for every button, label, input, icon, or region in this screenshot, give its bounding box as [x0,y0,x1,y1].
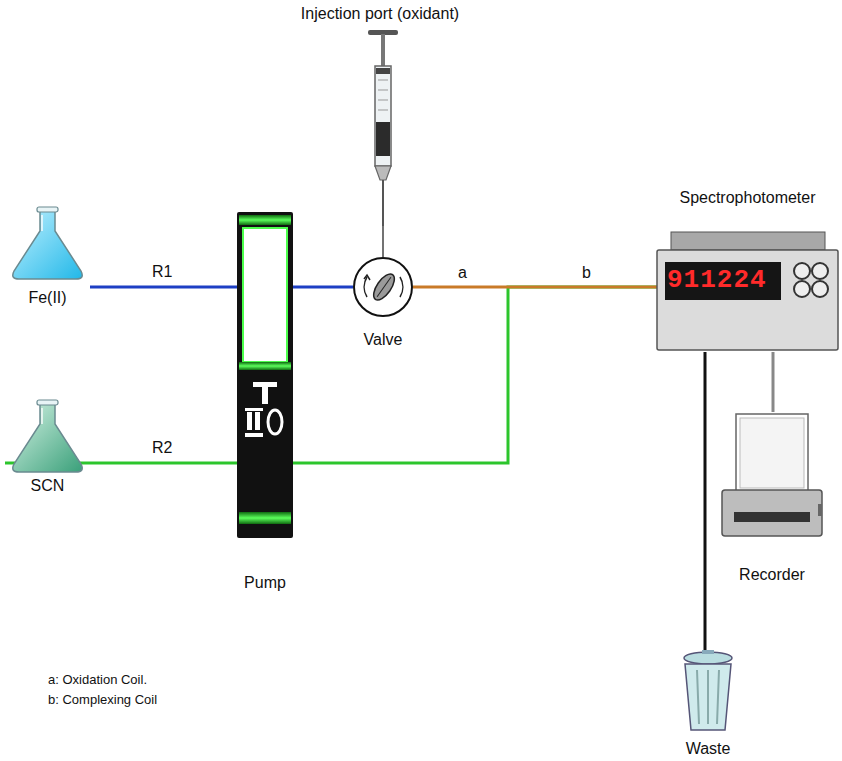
node-label: Pump [237,573,293,592]
drawing-part [794,281,810,297]
injection-valve: Valve [353,257,413,349]
tubing-line [772,352,775,412]
drawing-part [702,650,714,654]
node-label: Injection port (oxidant) [290,4,470,23]
node-label: Recorder [722,565,822,584]
drawing-part [237,212,293,538]
tubing-line [382,226,384,257]
drawing-part [13,404,82,472]
drawing-part [375,166,391,180]
drawing-part [239,512,291,524]
drawing-part [354,258,412,316]
drawing-part [37,207,58,212]
drawing-part [370,271,399,304]
chart-recorder: Recorder [722,412,822,584]
drawing-part [41,215,43,231]
chart-recorder-drawing [722,412,822,584]
node-label: Fe(II) [5,288,90,307]
waste-bin: Waste [668,650,748,758]
node-label: Waste [668,739,748,758]
drawing-part [671,232,825,250]
coil-label: b [582,263,591,282]
drawing-part [364,277,367,297]
line-label: R2 [152,438,172,457]
drawing-part [364,275,370,280]
drawing-part [243,228,287,362]
drawing-part [41,408,43,424]
drawing-part [697,670,719,724]
drawing-part [382,180,384,226]
drawing-part [812,263,828,279]
drawing-part [400,277,403,297]
drawing-part [818,504,822,516]
drawing-part [378,80,388,110]
drawing-part [377,277,391,297]
pump-unit-drawing [237,212,293,592]
node-label: Valve [353,330,413,349]
drawing-part [812,281,828,297]
drawing-part [665,262,781,300]
drawing-part [245,433,263,437]
tubing-line [413,286,657,289]
display-readout: 911224 [667,265,767,295]
legend-note: a: Oxidation Coil. [48,672,147,688]
tubing-line [704,352,707,650]
drawing-part [734,512,810,522]
drawing-part [657,250,838,350]
drawing-part [255,412,260,430]
reagent-flask: SCN [5,398,90,495]
tubing-line [90,286,237,289]
legend-note: b: Complexing Coil [48,692,157,708]
drawing-part [685,664,731,730]
drawing-part [794,263,810,279]
coil-label: a [458,263,467,282]
pump-unit: Pump [237,212,293,592]
injection-syringe-drawing [290,4,470,226]
drawing-part [239,362,291,370]
drawing-part [247,412,252,430]
drawing-part [262,382,268,404]
drawing-part [736,414,808,492]
injection-syringe: Injection port (oxidant) [290,4,470,226]
drawing-part [381,34,385,68]
drawing-part [268,410,282,434]
drawing-part [245,408,263,411]
drawing-part [239,215,291,225]
node-label: Spectrophotometer [657,188,838,207]
drawing-part [37,400,58,405]
drawing-part [740,418,804,488]
line-label: R1 [152,262,172,281]
drawing-part [376,68,390,74]
drawing-part [13,211,82,279]
drawing-part [722,490,822,536]
tubing-line [293,287,657,463]
reagent-flask: Fe(II) [5,205,90,307]
drawing-part [375,66,391,166]
tubing-line [293,286,353,289]
node-label: SCN [5,476,90,495]
drawing-part [376,122,390,156]
